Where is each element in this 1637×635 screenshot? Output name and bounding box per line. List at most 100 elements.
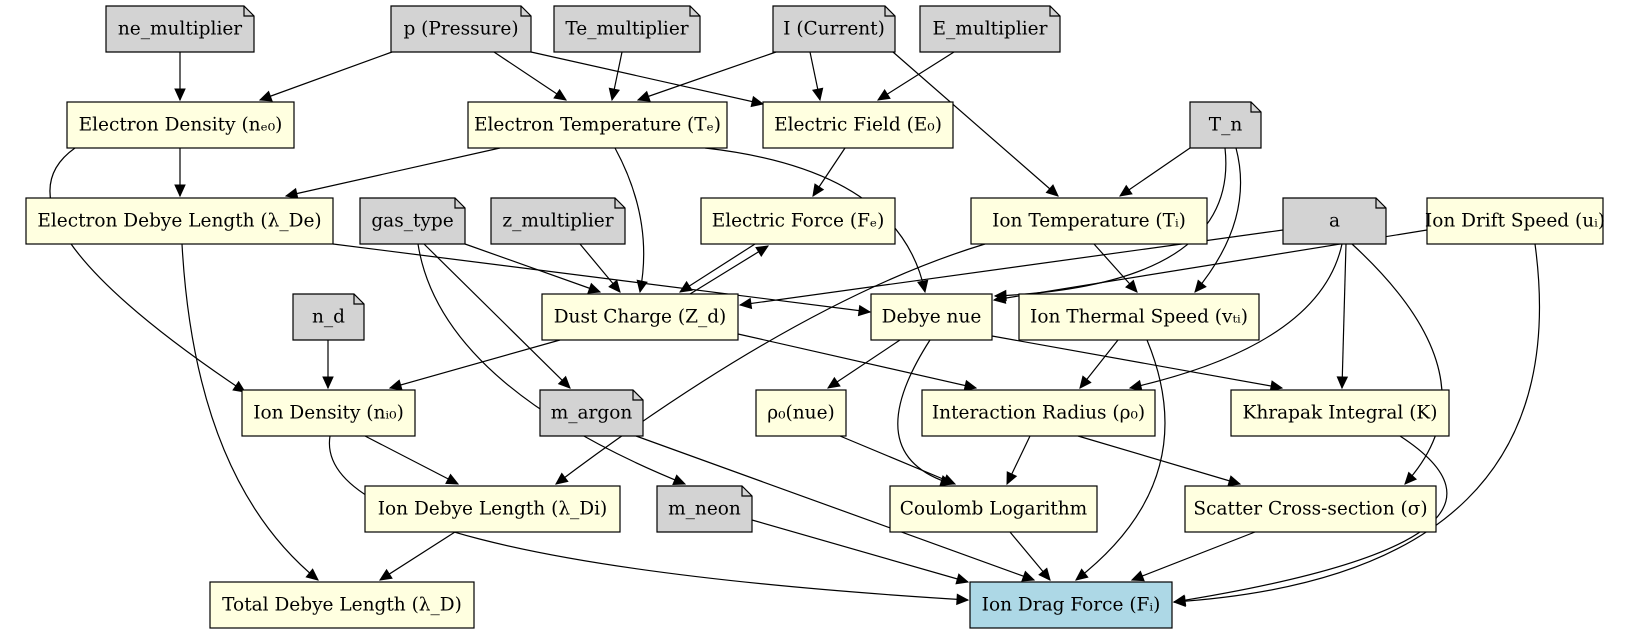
node-fe[interactable]: Electric Force (Fₑ) [700, 197, 896, 245]
node-n-d[interactable]: n_d [292, 293, 365, 341]
node-k[interactable]: Khrapak Integral (K) [1230, 389, 1450, 437]
edge-line [49, 147, 246, 393]
arrow-head [917, 279, 929, 294]
arrow-head [555, 472, 569, 485]
node-ui[interactable]: Ion Drift Speed (uᵢ) [1425, 197, 1605, 245]
arrow-head [1227, 475, 1242, 487]
node-ldi[interactable]: Ion Debye Length (λ_Di) [364, 485, 621, 533]
node-label: Coulomb Logarithm [900, 499, 1088, 520]
edge-T_n-to-vti [1194, 147, 1242, 293]
edge-line [994, 147, 1227, 297]
node-label: Electron Debye Length (λ_De) [37, 211, 321, 232]
node-fi[interactable]: Ion Drag Force (Fᵢ) [969, 581, 1173, 629]
arrow-head [963, 379, 978, 392]
edge-line [1351, 243, 1443, 485]
arrow-head [1045, 184, 1059, 197]
node-m-neon[interactable]: m_neon [656, 485, 753, 533]
edge-gas_type-to-m_argon [423, 243, 571, 389]
arrow-head [955, 573, 970, 585]
edge-nue-to-rho0nue [826, 339, 901, 389]
node-e0[interactable]: Electric Field (E₀) [762, 101, 954, 149]
node-ld[interactable]: Total Debye Length (λ_D) [209, 581, 475, 629]
node-ti[interactable]: Ion Temperature (Tᵢ) [970, 197, 1208, 245]
node-zd[interactable]: Dust Charge (Z_d) [541, 293, 739, 341]
node-label: p (Pressure) [403, 19, 518, 40]
arrow-head [174, 88, 186, 102]
edge-line [991, 335, 1283, 389]
node-lde[interactable]: Electron Debye Length (λ_De) [25, 197, 334, 245]
arrow-head [553, 88, 568, 101]
box-shape [1184, 485, 1437, 533]
node-rho0nue[interactable]: ρ₀(nue) [755, 389, 847, 437]
edge-rho0nue-to-coul [839, 435, 957, 485]
arrow-head [587, 282, 602, 294]
node-m-argon[interactable]: m_argon [539, 389, 644, 437]
edge-line [1129, 243, 1343, 389]
note-shape [919, 5, 1061, 53]
arrow-head [992, 292, 1007, 304]
edge-line [1341, 243, 1347, 389]
box-shape [1230, 389, 1450, 437]
node-label: m_argon [551, 403, 633, 424]
node-a[interactable]: a [1282, 197, 1387, 245]
node-gas-type[interactable]: gas_type [359, 197, 466, 245]
edge-line [635, 435, 1035, 581]
box-shape [467, 101, 728, 149]
node-label: Te_multiplier [565, 19, 688, 40]
edge-line [1119, 147, 1191, 197]
edge-ne0-to-ni0 [49, 147, 247, 393]
box-shape [755, 389, 847, 437]
arrow-head [1021, 570, 1036, 582]
node-te-multiplier[interactable]: Te_multiplier [553, 5, 701, 53]
arrow-head [636, 279, 648, 294]
node-label: Ion Thermal Speed (vₜᵢ) [1030, 307, 1248, 328]
node-p[interactable]: p (Pressure) [390, 5, 532, 53]
edge-I-to-E0 [809, 51, 824, 102]
node-nue[interactable]: Debye nue [870, 293, 993, 341]
node-label: Electron Density (nₑ₀) [79, 115, 283, 136]
box-shape [541, 293, 739, 341]
edge-line [637, 51, 777, 101]
edge-line [704, 147, 926, 293]
arrow-head [1128, 379, 1143, 392]
box-shape [970, 197, 1208, 245]
arrow-head [388, 379, 403, 391]
box-shape [762, 101, 954, 149]
arrow-head [672, 474, 687, 486]
box-shape [969, 581, 1173, 629]
arrow-head [826, 376, 841, 389]
node-ni0[interactable]: Ion Density (nᵢ₀) [241, 389, 416, 437]
node-coul[interactable]: Coulomb Logarithm [889, 485, 1098, 533]
note-shape [772, 5, 896, 53]
node-vti[interactable]: Ion Thermal Speed (vₜᵢ) [1018, 293, 1260, 341]
node-ne-multiplier[interactable]: ne_multiplier [105, 5, 255, 53]
edge-gas_type-to-Zd [464, 243, 602, 294]
node-t-n[interactable]: T_n [1189, 101, 1262, 149]
arrow-head [1125, 279, 1138, 293]
note-fold [1049, 6, 1060, 17]
edge-line [1173, 243, 1540, 603]
edge-m_neon-to-Fi [751, 519, 970, 585]
note-fold [1250, 102, 1261, 113]
node-e-multiplier[interactable]: E_multiplier [919, 5, 1061, 53]
node-sigma[interactable]: Scatter Cross-section (σ) [1184, 485, 1437, 533]
node-label: m_neon [668, 499, 741, 520]
node-te[interactable]: Electron Temperature (Tₑ) [467, 101, 728, 149]
arrow-head [608, 87, 621, 102]
note-shape [1189, 101, 1262, 149]
node-ne0[interactable]: Electron Density (nₑ₀) [66, 101, 295, 149]
node-i[interactable]: I (Current) [772, 5, 896, 53]
edge-line [679, 243, 756, 293]
note-fold [741, 486, 752, 497]
arrow-head [750, 95, 765, 108]
edge-vti-to-Fi [1075, 339, 1166, 581]
edge-line [1077, 435, 1241, 485]
edge-ni0-to-lDi [364, 435, 460, 485]
edge-m_argon-to-Fi [635, 435, 1036, 582]
edge-line [839, 435, 956, 485]
node-rho0[interactable]: Interaction Radius (ρ₀) [921, 389, 1156, 437]
node-z-multiplier[interactable]: z_multiplier [490, 197, 626, 245]
arrow-head [322, 376, 334, 390]
